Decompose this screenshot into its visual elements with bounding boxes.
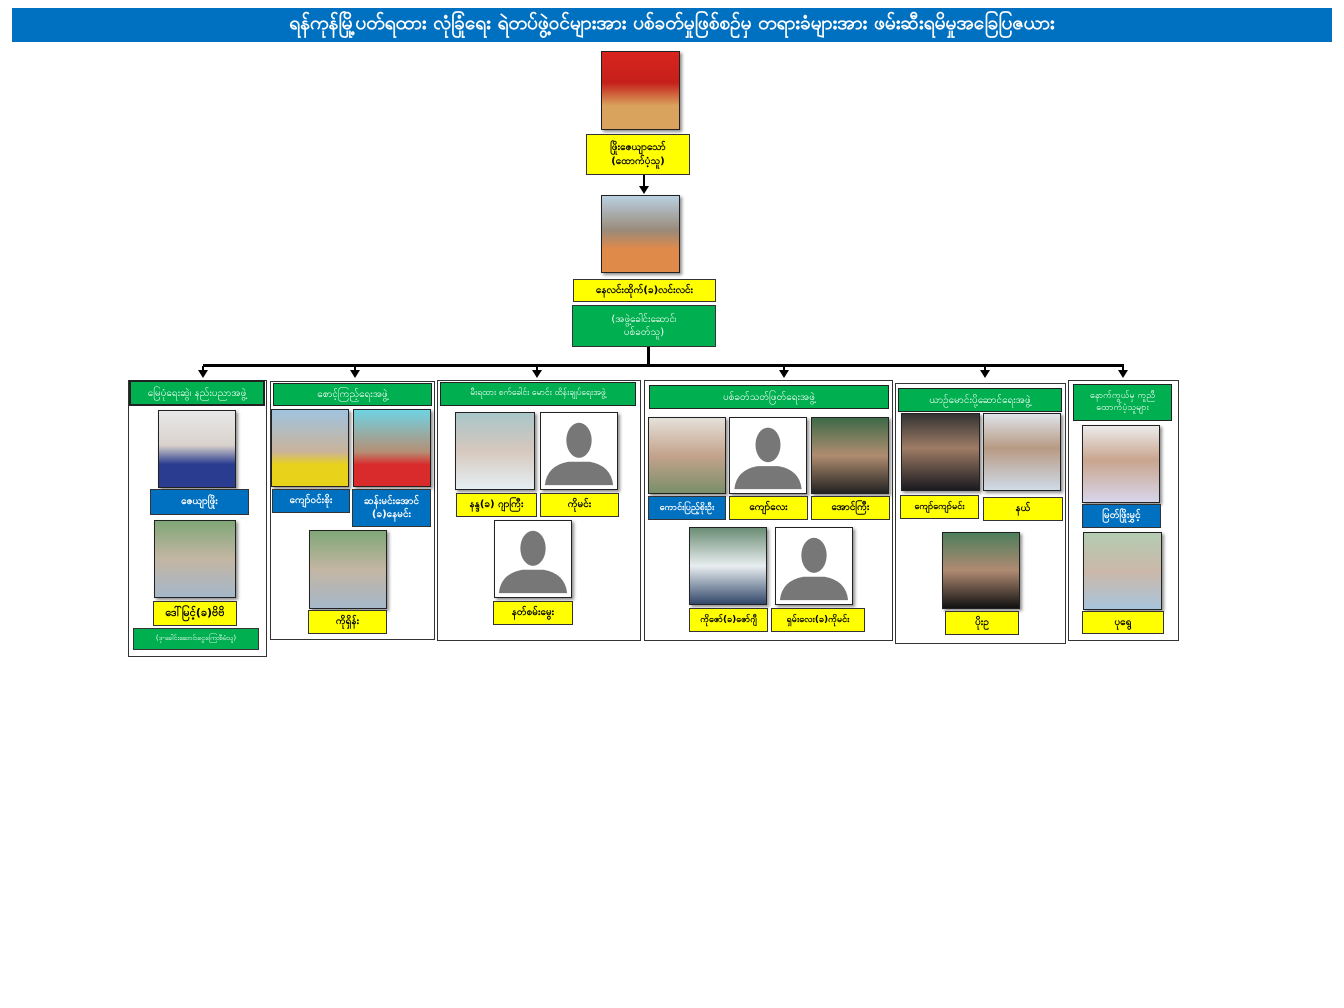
person-name: ရှမ်းလေး(ခ)ကိုမင်း	[771, 608, 865, 632]
person-name: ဇေယျာဖြိုး	[150, 489, 249, 515]
person-name: နန္ဒ(ခ) ဂျာကြီး	[456, 493, 537, 517]
person-name: ဆန်းမင်းအောင် (ခ)နေမင်း	[352, 489, 431, 527]
person-photo	[811, 417, 889, 494]
person-name: ကျော်ဝင်းစိုး	[272, 489, 350, 513]
person-name: ကောင်းပြည့်စိုးဦး	[648, 496, 726, 520]
person-photo	[1083, 532, 1162, 610]
silhouette-icon	[775, 527, 853, 605]
group-header: နောက်ကွယ်မှ ကူညီ ထောက်ပံ့သူများ	[1073, 384, 1172, 421]
person-role: (ဒု-ခေါင်းဆောင်၊ငွေကြေးစီမံသူ)	[133, 628, 259, 650]
photo-leader	[601, 195, 680, 273]
person-photo	[271, 409, 349, 487]
connector	[783, 366, 785, 372]
person-name: ကျော်လေး	[729, 496, 808, 520]
person-name: ကိုမင်း	[540, 493, 619, 517]
leader-role: (အဖွဲ့ခေါင်းဆောင်၊ ပစ်ခတ်သူ)	[572, 305, 716, 347]
person-name: ဒေါ်မြင့်(ခ)ဗိဗိ	[153, 601, 237, 626]
silhouette-icon	[494, 520, 572, 598]
arrow-icon	[350, 370, 360, 378]
person-name: အောင်ကြီး	[811, 496, 890, 520]
person-name: မြတ်ဖြိုးမွှင့်	[1082, 504, 1161, 528]
group-header: မြေပုံရေးဆွဲ၊ နည်းပညာအဖွဲ့	[129, 380, 265, 406]
person-photo	[1082, 425, 1160, 503]
person-photo	[455, 412, 535, 490]
group-header: ပစ်ခတ်သတ်ဖြတ်ရေးအဖွဲ့	[649, 385, 889, 409]
person-photo	[689, 527, 767, 605]
connector	[536, 366, 538, 372]
chart-title: ရန်ကုန်မြို့ပတ်ရထား လုံခြုံရေး ရဲတပ်ဖွဲ့…	[12, 8, 1332, 42]
silhouette-icon	[540, 412, 618, 490]
person-photo	[309, 530, 387, 609]
top-supporter-label: ဖြိုးဇေယျာသော် (ထောက်ပံ့သူ)	[586, 134, 690, 175]
arrow-icon	[639, 186, 649, 194]
arrow-icon	[532, 370, 542, 378]
connector	[1122, 366, 1124, 372]
person-photo	[901, 413, 980, 491]
connector-horizontal	[203, 364, 1124, 367]
connector	[643, 175, 645, 187]
person-photo	[353, 409, 431, 487]
group-header: စောင့်ကြည့်ရေးအဖွဲ့	[273, 383, 432, 406]
group-header: ယာဉ်မောင်းပို့ဆောင်ရေးအဖွဲ့	[898, 388, 1062, 412]
person-role: (ထောက်ပံ့သူ)	[611, 155, 665, 167]
person-name: နတ်စမ်းမွေး	[493, 601, 573, 625]
arrow-icon	[198, 370, 208, 378]
person-name: ပိုးဥ	[945, 611, 1019, 635]
connector	[202, 366, 204, 372]
person-photo	[158, 410, 236, 488]
silhouette-icon	[729, 417, 807, 494]
photo-top-supporter	[601, 51, 680, 130]
person-name: ပုရွေ	[1082, 611, 1164, 634]
person-name: ကိုရှိန်း	[308, 610, 387, 634]
person-name: နယ်	[983, 497, 1063, 521]
person-photo	[983, 413, 1061, 491]
person-name: ဖြိုးဇေယျာသော်	[610, 142, 666, 153]
leader-name: နေလင်းထိုက်(ခ)လင်းလင်း	[573, 279, 716, 302]
connector	[354, 366, 356, 372]
arrow-icon	[1118, 370, 1128, 378]
person-photo	[942, 532, 1020, 609]
connector	[984, 366, 986, 372]
arrow-icon	[779, 370, 789, 378]
group-header: မီးရထား စက်ခေါင်း မောင်း ထိန်းချုပ်ရေးအဖ…	[440, 382, 636, 406]
connector	[647, 347, 650, 365]
person-name: ကိုဇော်(ခ)ဇော်ဂျီ	[689, 608, 768, 632]
person-photo	[154, 520, 236, 598]
person-name: ကျော်ကျော်မင်း	[900, 495, 979, 519]
person-photo	[648, 417, 726, 494]
arrow-icon	[980, 370, 990, 378]
